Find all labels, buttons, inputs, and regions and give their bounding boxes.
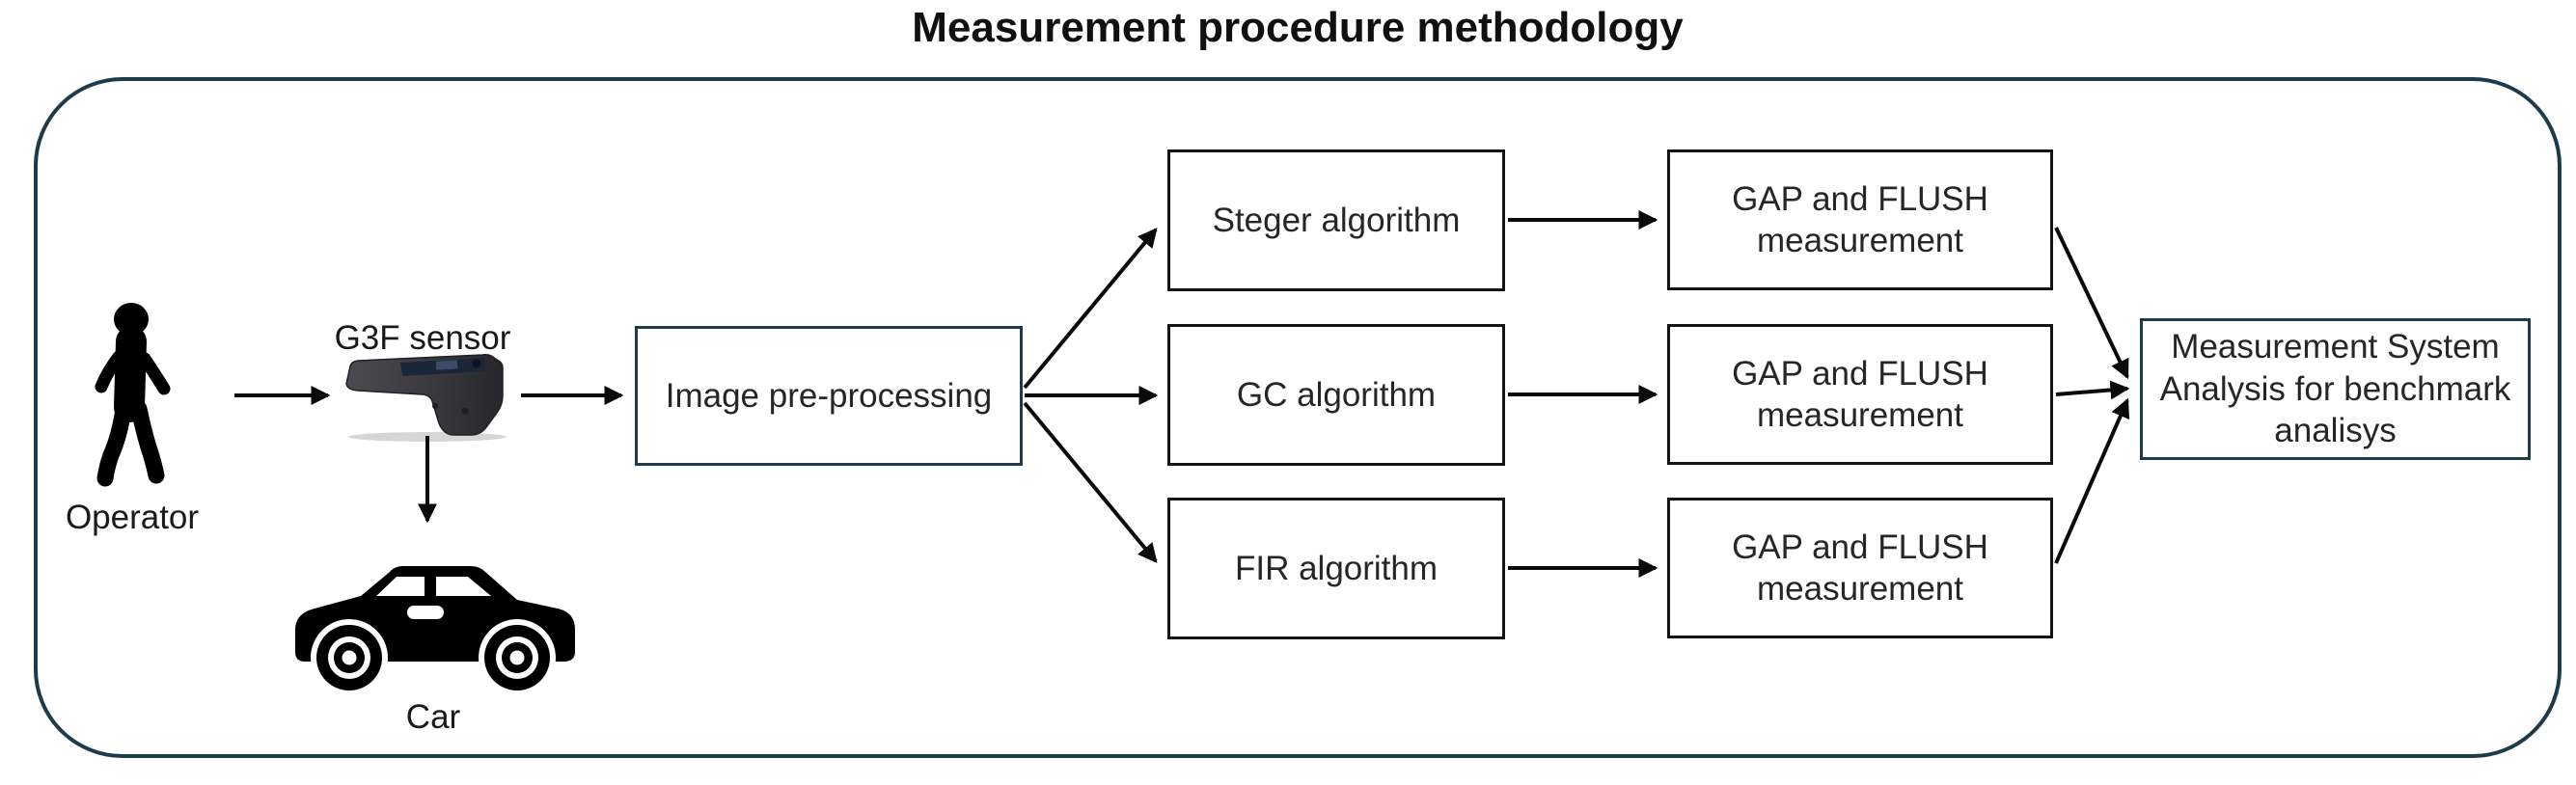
car-icon [295,566,575,696]
diagram-title: Measurement procedure methodology [912,4,1684,51]
box-gap-flush-measurement-3-label: GAP and FLUSH measurement [1732,528,1988,608]
box-steger-algorithm-label: Steger algorithm [1212,201,1461,239]
box-gap-flush-measurement-2: GAP and FLUSH measurement [1667,324,2053,465]
box-image-preprocessing: Image pre-processing [635,326,1023,466]
arrow-measurement2-to-final [2055,380,2130,400]
box-gap-flush-measurement-1: GAP and FLUSH measurement [1667,149,2053,290]
box-fir-algorithm-label: FIR algorithm [1234,549,1439,587]
box-gap-flush-measurement-3: GAP and FLUSH measurement [1667,498,2053,638]
car-label: Car [405,698,461,736]
box-steger-algorithm: Steger algorithm [1167,149,1505,291]
arrow-preprocessing-to-steger [1023,228,1158,390]
box-gap-flush-measurement-1-label: GAP and FLUSH measurement [1732,179,1988,259]
arrow-measurement3-to-final [2054,397,2130,564]
arrow-measurement1-to-final [2054,227,2129,380]
box-gc-algorithm-label: GC algorithm [1236,375,1437,414]
box-gap-flush-measurement-2-label: GAP and FLUSH measurement [1732,354,1988,434]
box-image-preprocessing-label: Image pre-processing [665,376,993,415]
person-icon [95,303,171,487]
box-fir-algorithm: FIR algorithm [1167,498,1505,639]
box-measurement-system-analysis: Measurement System Analysis for benchmar… [2140,318,2531,460]
arrow-preprocessing-to-fir [1023,401,1158,563]
box-gc-algorithm: GC algorithm [1167,324,1505,466]
diagram-frame [34,77,2562,758]
sensor-label: G3F sensor [334,319,511,357]
box-measurement-system-analysis-label: Measurement System Analysis for benchmar… [2159,328,2511,450]
operator-label: Operator [65,499,200,536]
handheld-sensor-icon [345,354,507,442]
